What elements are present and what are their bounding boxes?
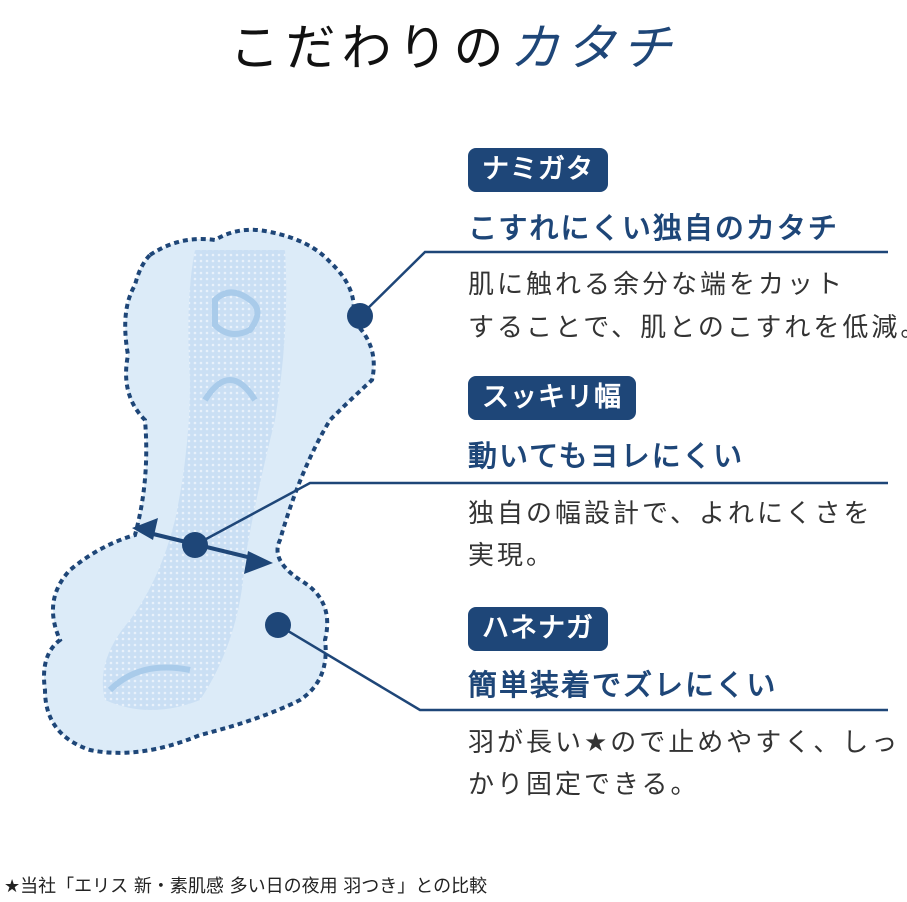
feature-body-line: かり固定できる。 — [468, 770, 700, 800]
feature-badge: ハネナガ — [468, 607, 608, 651]
footnote: ★当社「エリス 新・素肌感 多い日の夜用 羽つき」との比較 — [4, 876, 488, 897]
title-accent: カタチ — [509, 19, 678, 77]
feature-badge: スッキリ幅 — [468, 376, 636, 420]
feature-body-line: 肌に触れる余分な端をカット — [468, 270, 846, 300]
marker-dot-3 — [265, 612, 291, 638]
connector-lines — [194, 250, 888, 712]
marker-dot-1 — [347, 303, 373, 329]
feature-body-line: 実現。 — [468, 541, 556, 571]
feature-headline: 動いてもヨレにくい — [468, 439, 745, 473]
feature-body-line: 独自の幅設計で、よれにくさを — [468, 499, 873, 529]
marker-dot-2 — [182, 532, 208, 558]
feature-body-line: 羽が長い★ので止めやすく、しっ — [468, 728, 901, 758]
feature-badge: ナミガタ — [468, 148, 608, 192]
feature-headline: 簡単装着でズレにくい — [468, 668, 778, 702]
feature-headline: こすれにくい独自のカタチ — [468, 211, 839, 245]
pad-core — [102, 250, 287, 710]
feature-body-line: することで、肌とのこすれを低減。 — [468, 313, 907, 343]
title-main: こだわりの — [229, 19, 510, 77]
page-title: こだわりのカタチ — [0, 8, 907, 80]
